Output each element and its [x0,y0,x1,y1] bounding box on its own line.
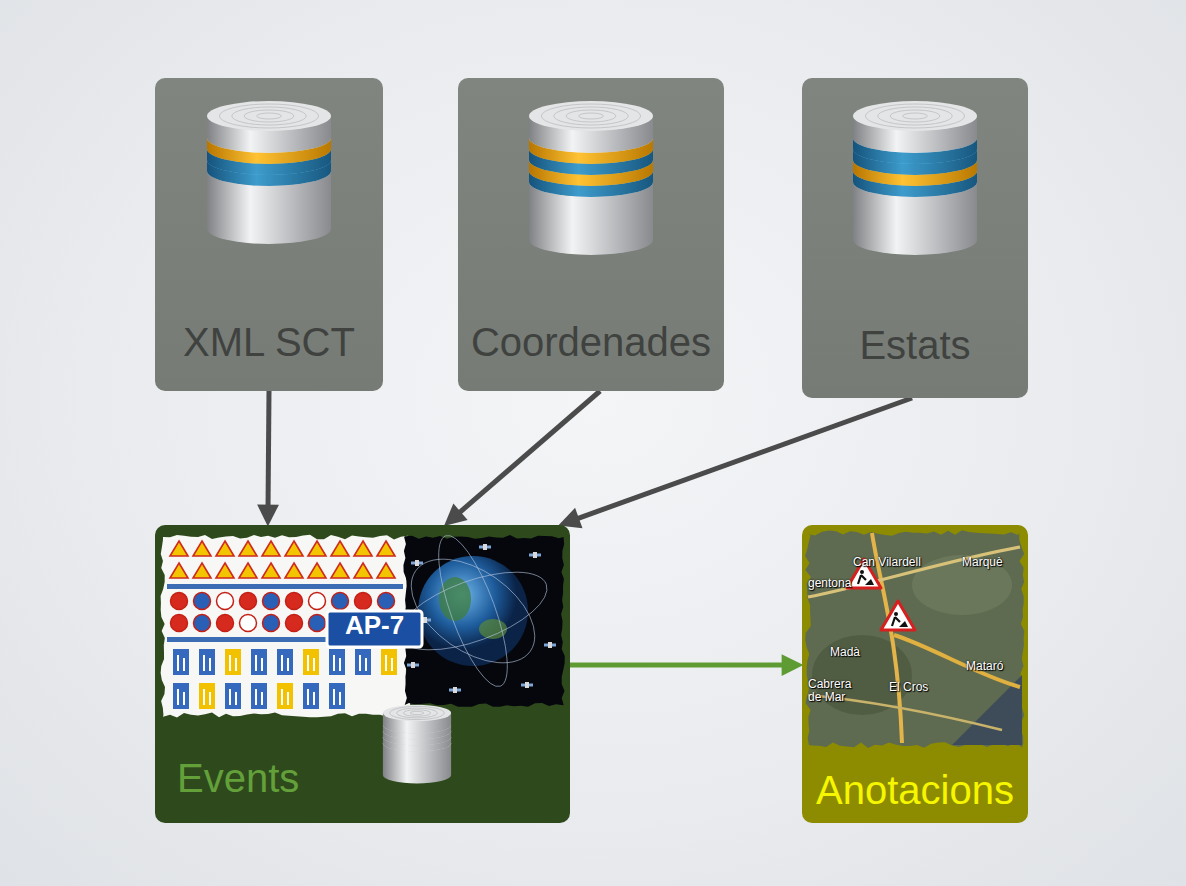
node-label: Events [177,755,299,801]
flow-arrow [570,663,786,668]
road-sign-label: AP-7 [327,611,422,640]
map-place-label: Madà [830,646,860,659]
map-place-label: Cabrera de Mar [808,678,858,704]
node-label: XML SCT [183,319,355,365]
map-place-label: El Cros [889,681,928,694]
annotations-box: Anotacions [802,525,1028,823]
database-box: Coordenades [458,78,724,391]
events-box: Events [155,525,570,823]
flow-arrow [266,391,272,509]
map-place-label: Mataró [966,660,1003,673]
node-label: Estats [859,322,970,368]
database-box: Estats [802,78,1028,398]
map-place-label: Can Vilardell [853,556,921,569]
map-place-label: gentona [808,577,851,590]
database-box: XML SCT [155,78,383,391]
map-place-label: Marquè [962,556,1003,569]
flow-arrow [457,391,600,515]
flow-arrow [575,398,912,520]
node-label: Coordenades [471,319,711,365]
node-label: Anotacions [816,767,1014,813]
